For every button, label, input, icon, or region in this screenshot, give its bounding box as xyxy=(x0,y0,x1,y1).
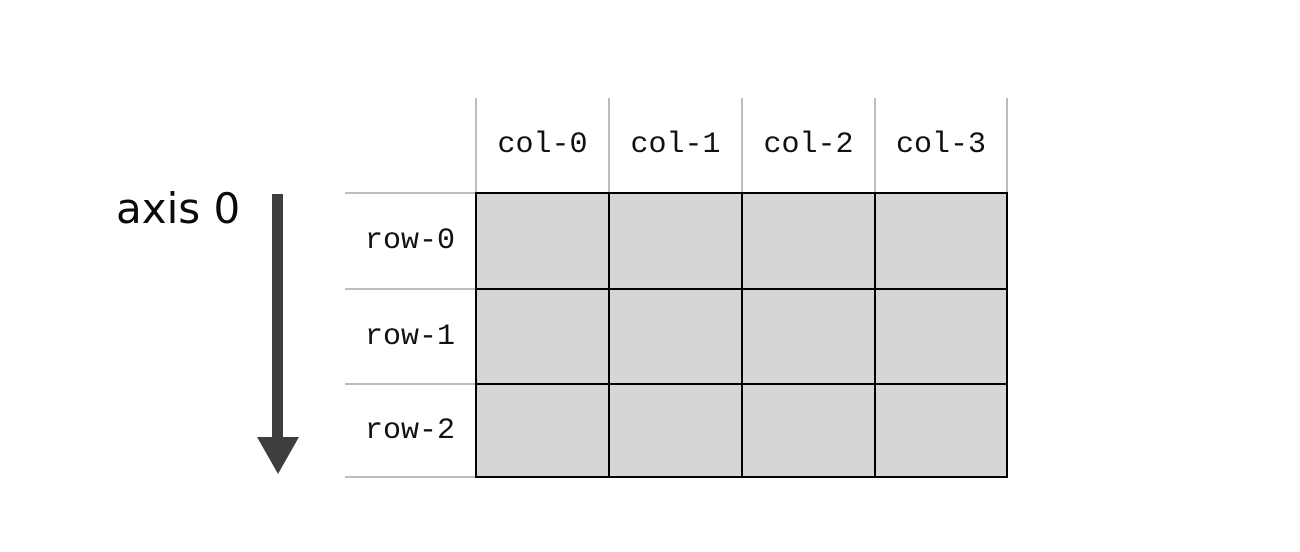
grid-cell-r2-c2 xyxy=(741,383,874,478)
grid-cell-r1-c0 xyxy=(475,288,608,383)
grid-cell-r0-c1 xyxy=(608,192,741,288)
grid-cell-r2-c1 xyxy=(608,383,741,478)
grid-cell-r2-c3 xyxy=(874,383,1008,478)
axis-0-label: axis 0 xyxy=(116,184,241,233)
column-header-col-0: col-0 xyxy=(475,98,608,192)
array-table: col-0 col-1 col-2 col-3 row-0 row-1 row-… xyxy=(345,98,1008,478)
column-header-col-2: col-2 xyxy=(741,98,874,192)
arrow-head xyxy=(257,437,299,474)
grid-cell-r0-c2 xyxy=(741,192,874,288)
column-header-col-1: col-1 xyxy=(608,98,741,192)
row-header-row-2: row-2 xyxy=(345,383,475,478)
corner-cell xyxy=(345,98,475,192)
grid-cell-r1-c2 xyxy=(741,288,874,383)
grid-cell-r0-c0 xyxy=(475,192,608,288)
grid-cell-r1-c1 xyxy=(608,288,741,383)
grid-cell-r0-c3 xyxy=(874,192,1008,288)
row-header-row-0: row-0 xyxy=(345,192,475,288)
arrow-shaft xyxy=(272,194,283,437)
grid-cell-r2-c0 xyxy=(475,383,608,478)
column-header-col-3: col-3 xyxy=(874,98,1008,192)
row-header-row-1: row-1 xyxy=(345,288,475,383)
grid-cell-r1-c3 xyxy=(874,288,1008,383)
